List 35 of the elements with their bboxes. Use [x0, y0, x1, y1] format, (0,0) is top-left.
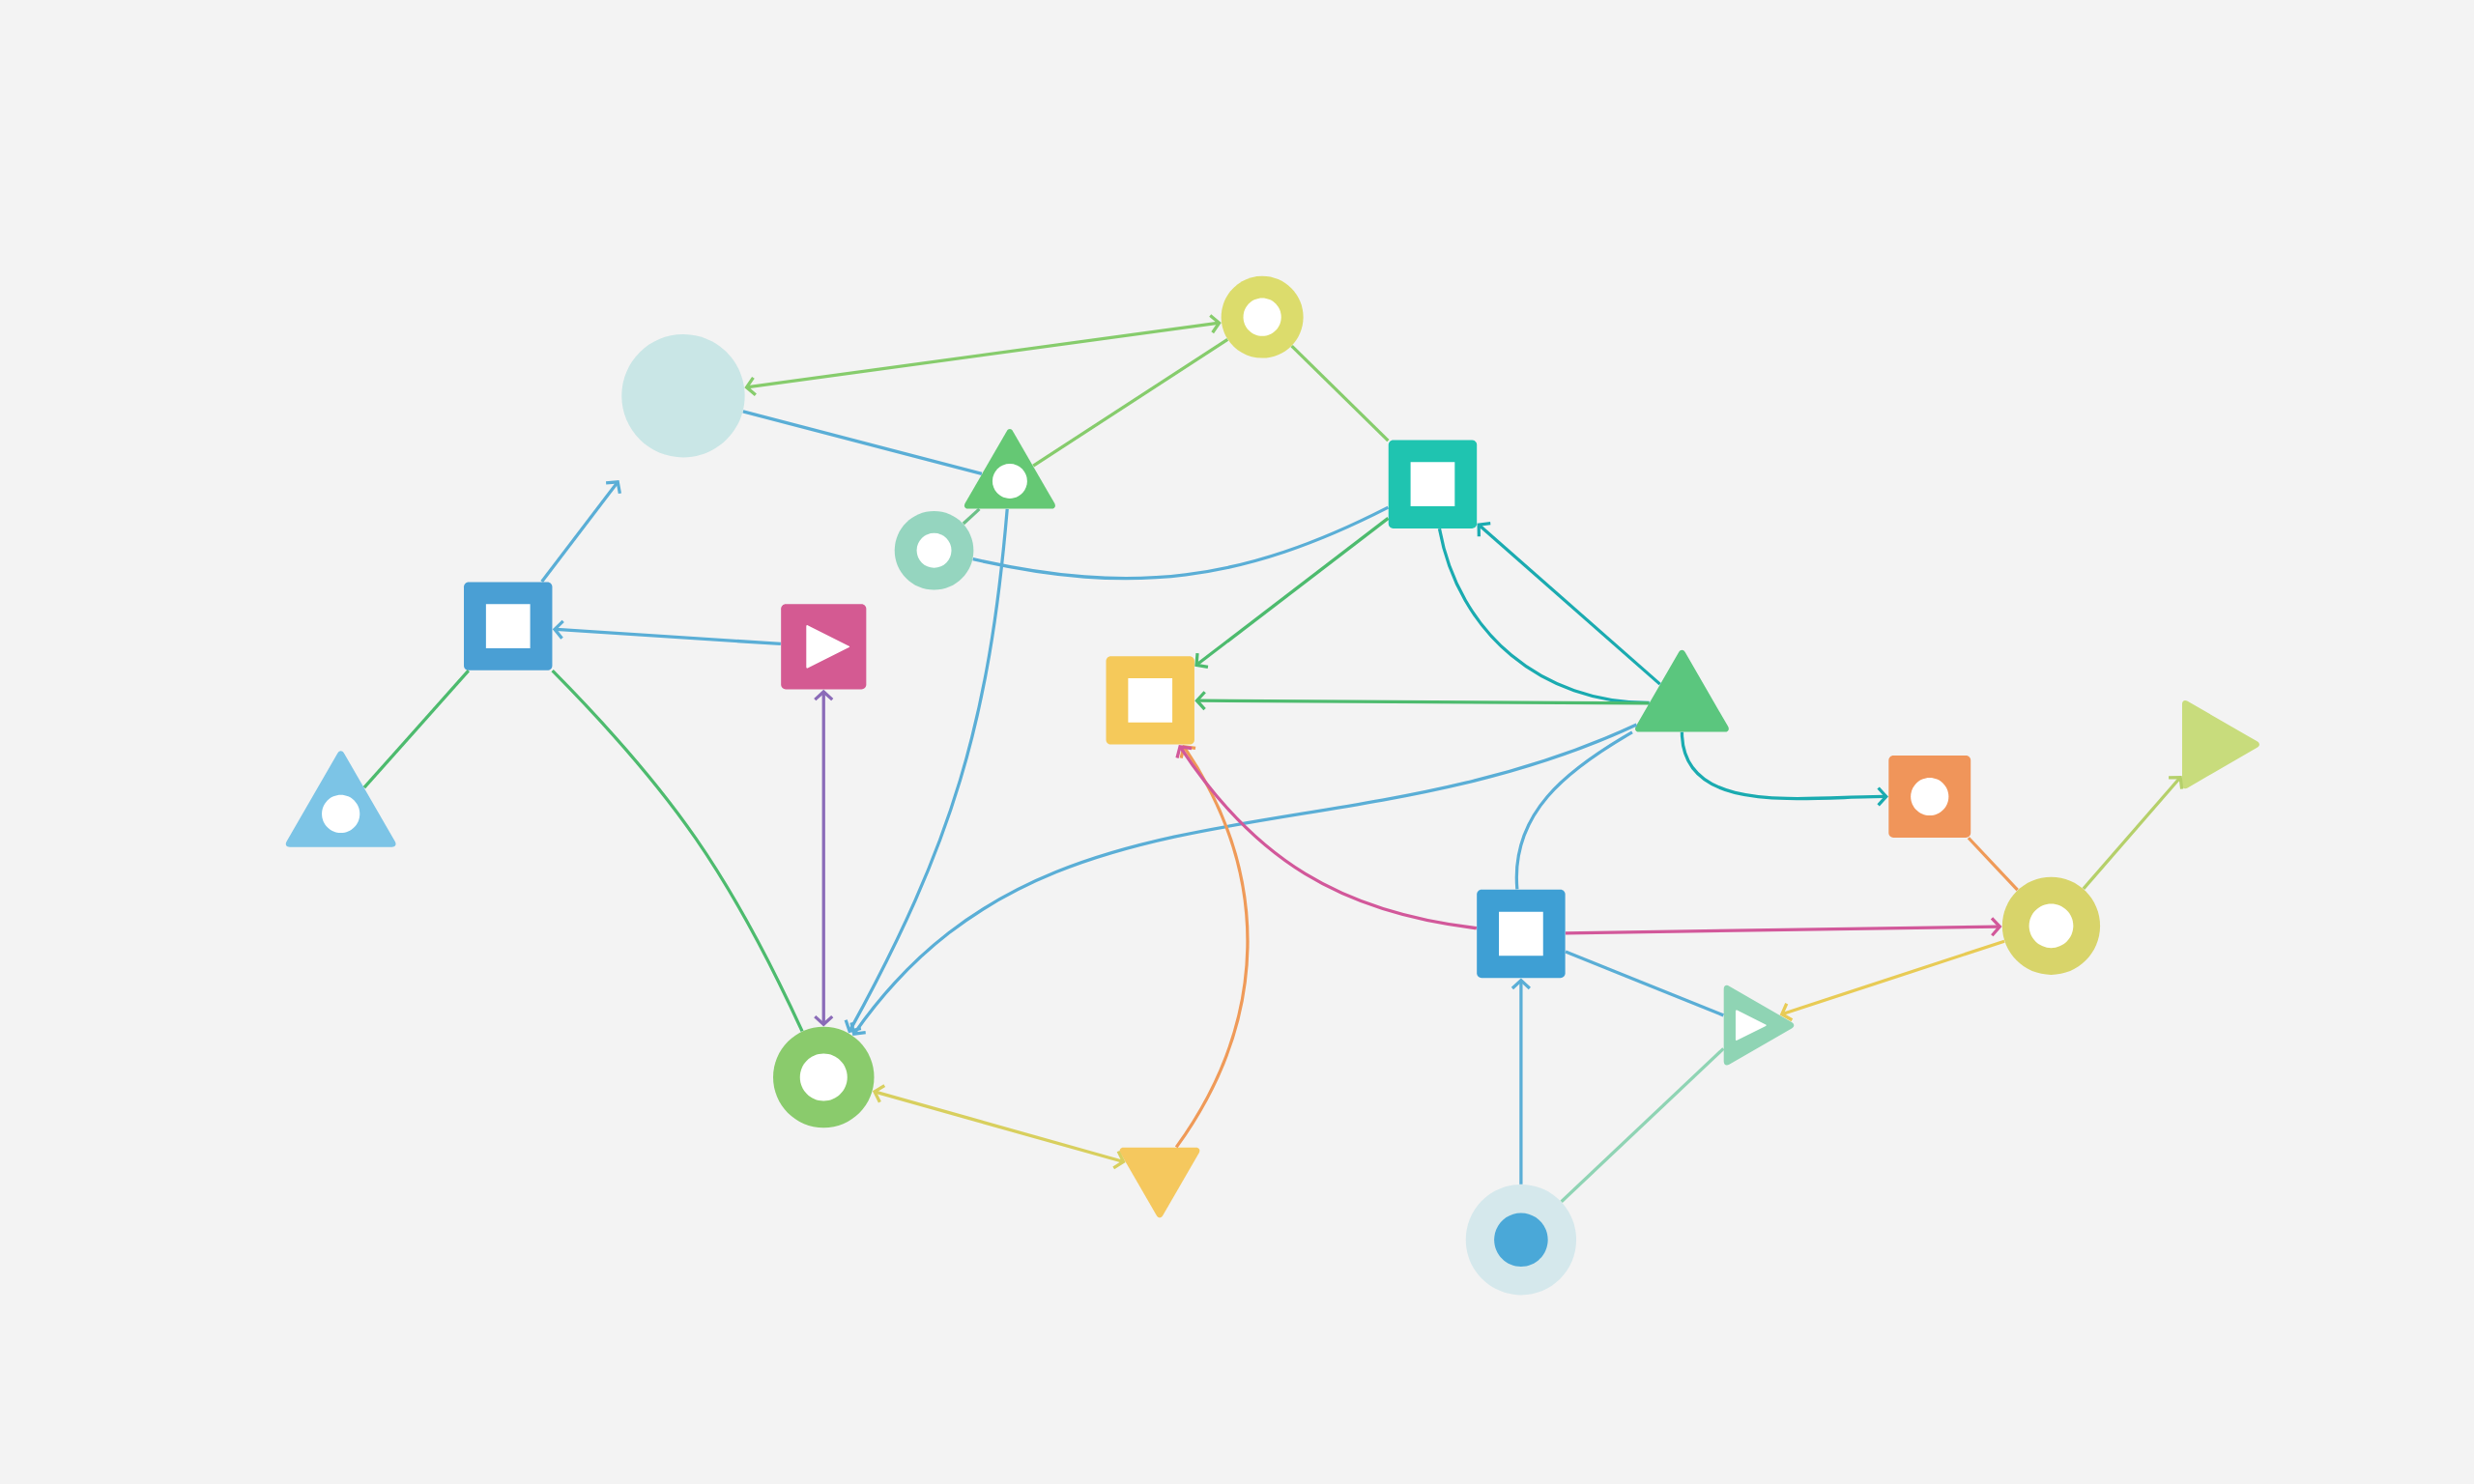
arrow [1194, 516, 1390, 669]
square-node [1477, 889, 1566, 979]
square-node [1388, 440, 1478, 528]
arrow [814, 689, 834, 1027]
arrow [1565, 917, 2002, 937]
square-node [1106, 656, 1194, 745]
arrow [1194, 690, 1650, 711]
arrow [1779, 939, 2005, 1022]
arrow [1510, 978, 1531, 1184]
arrow [1477, 521, 1661, 686]
arrow [1175, 744, 1478, 930]
arrow [844, 508, 1009, 1034]
arrow [744, 314, 1222, 396]
circle-node [894, 510, 974, 590]
circle-node [2001, 876, 2101, 975]
circle-node [773, 1026, 875, 1128]
circle-node [621, 333, 745, 458]
triangle-node [1635, 649, 1729, 732]
square-node [464, 582, 553, 671]
arrow [872, 1083, 1126, 1170]
arrow [1680, 731, 1888, 807]
arrow [849, 723, 1638, 1036]
arrow [552, 619, 781, 645]
square-node [1888, 755, 1971, 838]
triangle-node [1723, 985, 1795, 1066]
triangle-node [964, 428, 1055, 509]
triangle-node [2182, 699, 2259, 788]
arrow [1174, 744, 1250, 1149]
circle-node [1221, 275, 1304, 358]
triangle-node [285, 751, 396, 847]
circle-node [1465, 1184, 1577, 1296]
triangle-node [1119, 1147, 1200, 1218]
square-node [781, 604, 867, 690]
arrow [540, 479, 621, 583]
arrow [2082, 775, 2184, 890]
